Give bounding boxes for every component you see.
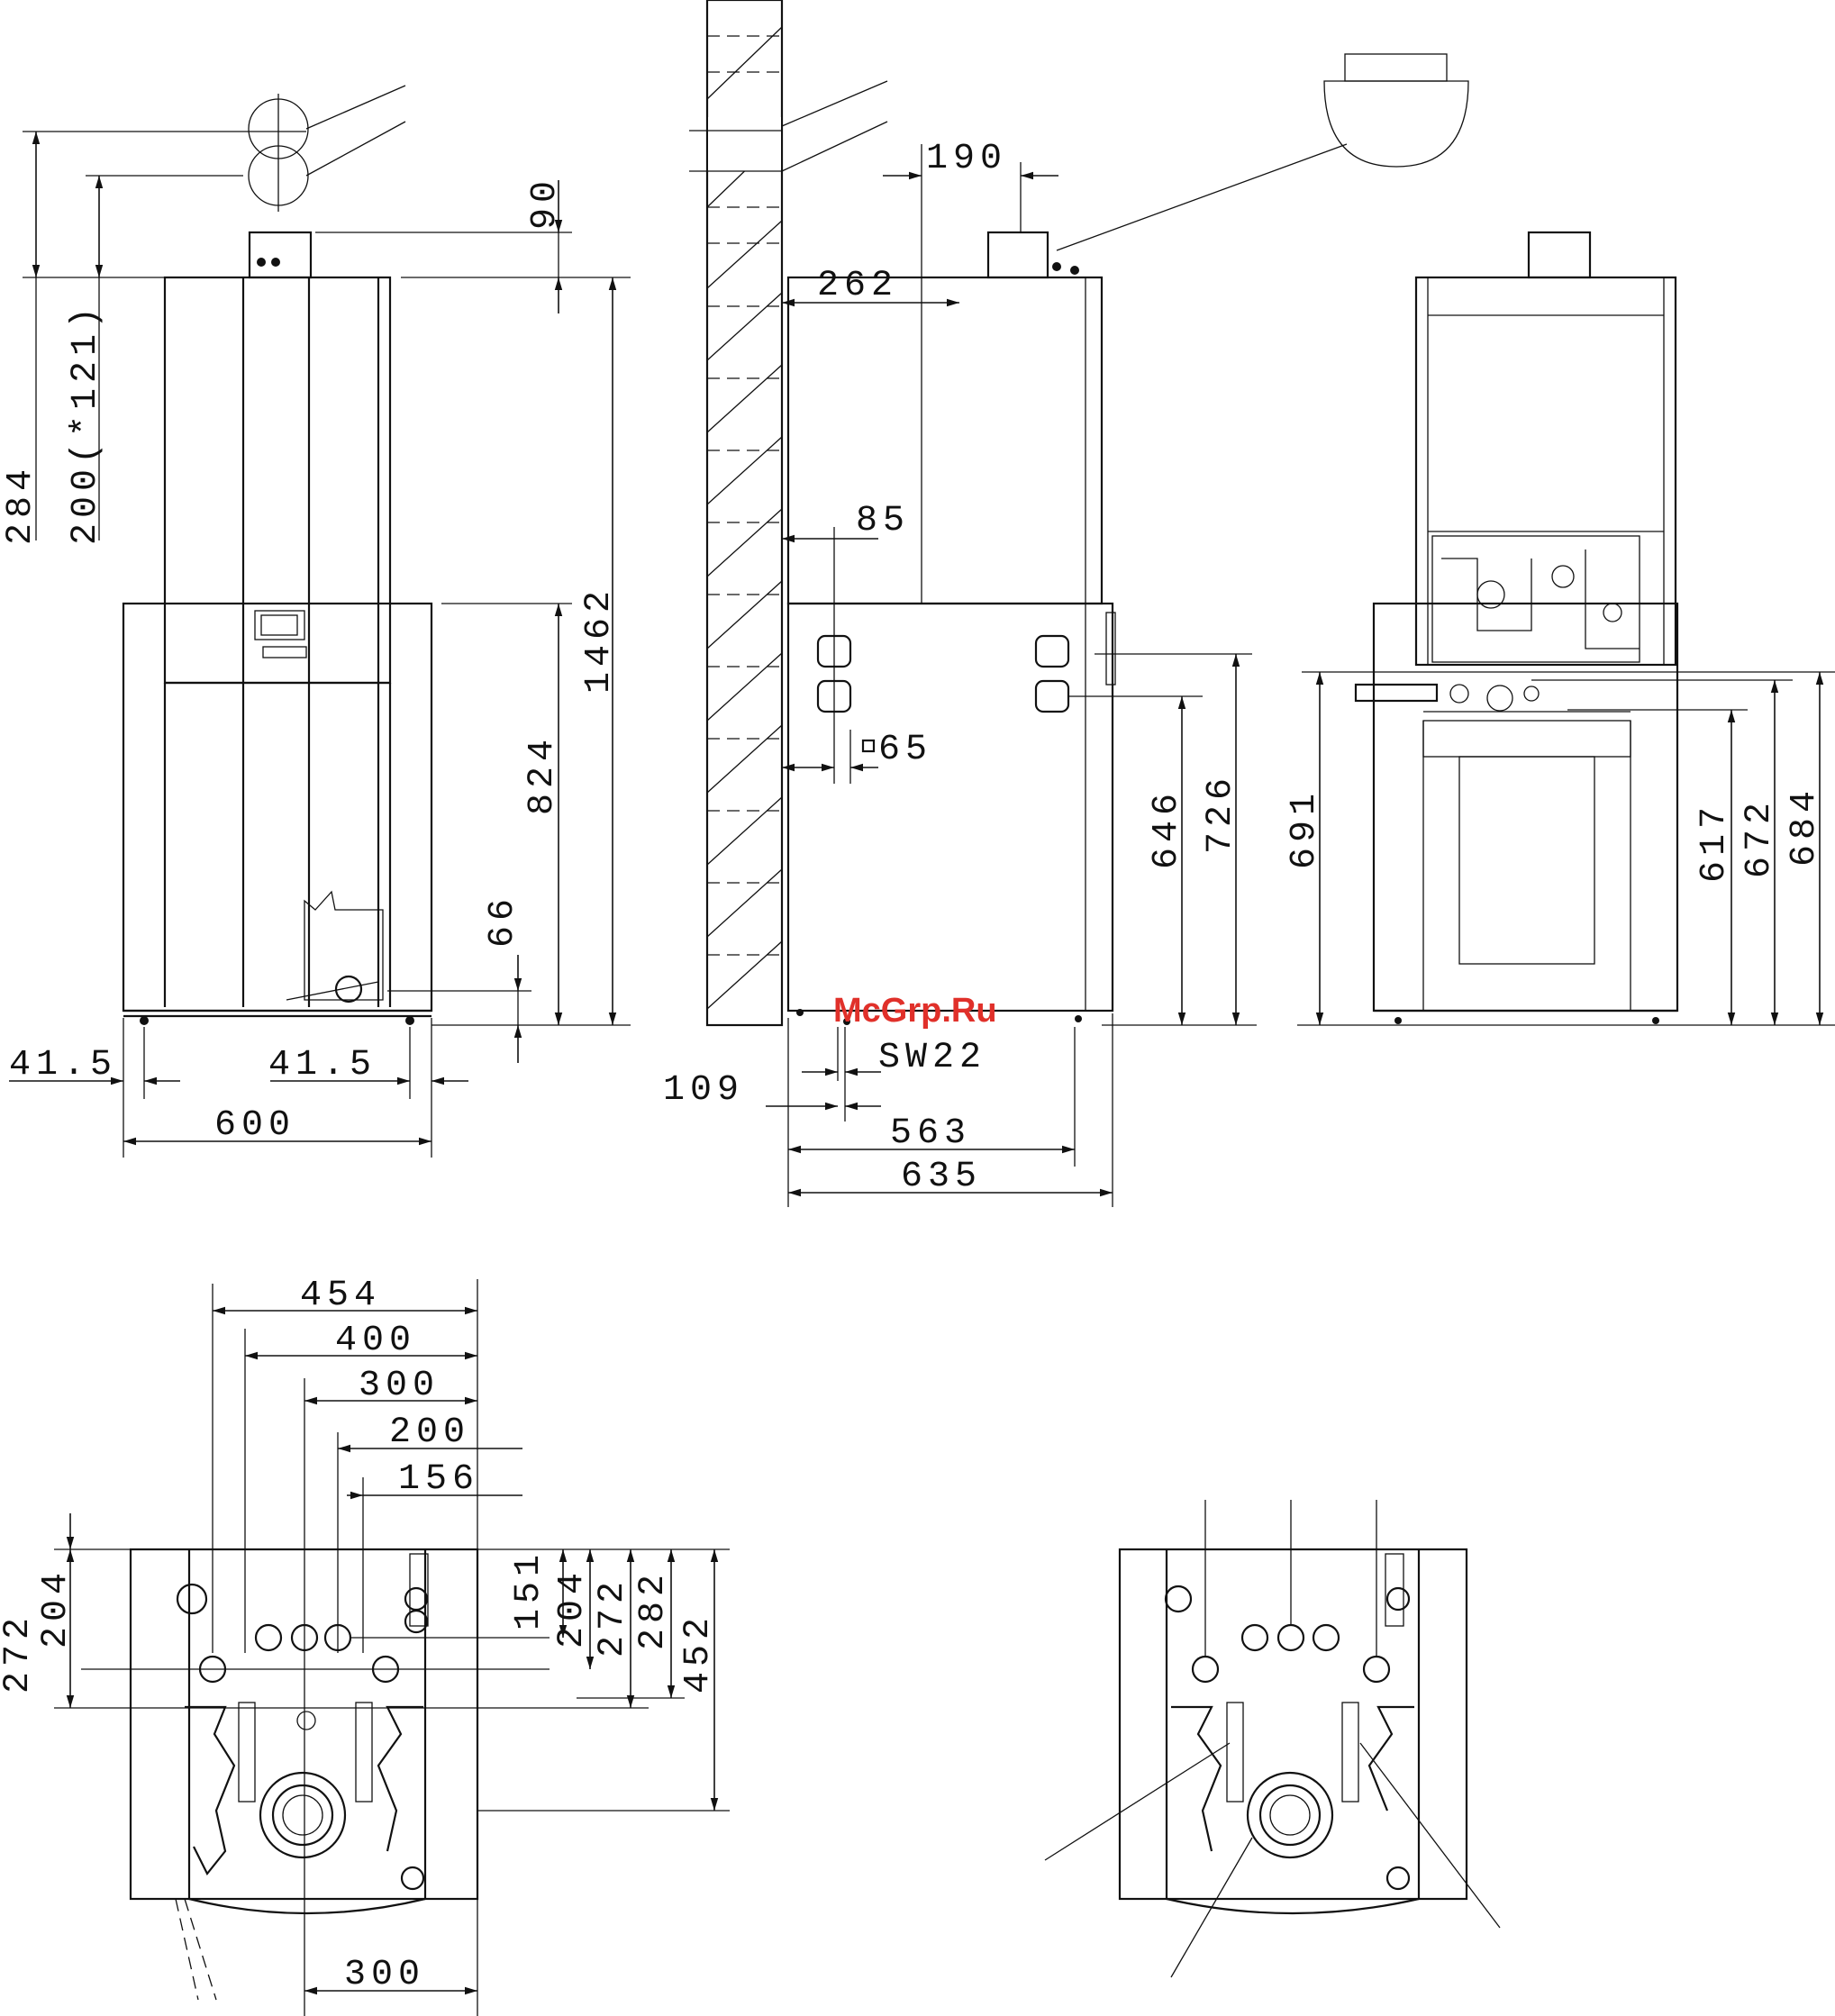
dim-272-left: 272 bbox=[0, 1612, 39, 1694]
square-marker bbox=[863, 740, 874, 751]
dim-66: 66 bbox=[483, 894, 523, 948]
upper-side-cabinet bbox=[788, 277, 1102, 604]
side-flue-spigot bbox=[988, 232, 1048, 277]
dim-204-left: 204 bbox=[36, 1567, 77, 1648]
flue-spigot bbox=[250, 232, 311, 277]
dim-300-bottom: 300 bbox=[344, 1955, 425, 1995]
dim-600: 600 bbox=[214, 1105, 295, 1146]
dim-646: 646 bbox=[1147, 788, 1187, 869]
dim-41-5-right: 41.5 bbox=[268, 1045, 377, 1085]
rear-window bbox=[1459, 757, 1594, 964]
dim-262: 262 bbox=[817, 266, 898, 306]
dim-90: 90 bbox=[525, 176, 566, 230]
dim-85: 85 bbox=[856, 501, 910, 541]
dim-190: 190 bbox=[926, 139, 1007, 179]
dim-635: 635 bbox=[901, 1157, 982, 1197]
bottom-view-right bbox=[1045, 1500, 1500, 1977]
port-lower-right bbox=[1036, 681, 1068, 712]
logo-plate bbox=[263, 647, 306, 658]
side-view: 190 262 85 65 646 726 SW22 109 563 635 M… bbox=[663, 0, 1347, 1207]
rear-upper-frame bbox=[1416, 277, 1676, 665]
bottom-outline-2 bbox=[1120, 1549, 1467, 1899]
dim-200: 200(*121) bbox=[66, 302, 106, 545]
dim-200: 200 bbox=[389, 1412, 470, 1453]
dim-452: 452 bbox=[678, 1612, 719, 1694]
pipe-left bbox=[239, 1703, 255, 1802]
dim-691: 691 bbox=[1285, 788, 1325, 869]
dim-156: 156 bbox=[398, 1459, 479, 1500]
rear-view: 691 617 672 684 bbox=[1285, 54, 1835, 1025]
dim-400: 400 bbox=[335, 1321, 416, 1361]
lower-side-cabinet bbox=[788, 604, 1113, 1011]
dim-151: 151 bbox=[509, 1549, 550, 1630]
watermark: McGrp.Ru bbox=[833, 992, 997, 1030]
side-pipe bbox=[1356, 685, 1437, 701]
upper-cabinet bbox=[165, 277, 390, 683]
dim-204-right: 204 bbox=[552, 1567, 593, 1648]
dim-726: 726 bbox=[1201, 773, 1241, 854]
rear-flue-spigot bbox=[1529, 232, 1590, 277]
port-upper-right bbox=[1036, 636, 1068, 667]
dim-41-5-left: 41.5 bbox=[9, 1045, 117, 1085]
dim-109: 109 bbox=[663, 1070, 744, 1111]
dim-284: 284 bbox=[1, 464, 41, 545]
pipe-right bbox=[356, 1703, 372, 1802]
dim-1462: 1462 bbox=[579, 586, 620, 694]
dim-684: 684 bbox=[1785, 786, 1825, 867]
dim-672: 672 bbox=[1740, 797, 1780, 878]
dim-65: 65 bbox=[878, 730, 932, 770]
connection-b bbox=[256, 1625, 281, 1650]
dim-824: 824 bbox=[522, 734, 563, 815]
dim-563: 563 bbox=[890, 1113, 971, 1154]
dim-272-right: 272 bbox=[593, 1576, 633, 1657]
dim-617: 617 bbox=[1694, 802, 1735, 883]
lower-cabinet bbox=[123, 604, 431, 1011]
dim-454: 454 bbox=[300, 1276, 381, 1316]
bottom-view-left: 454 400 300 200 156 300 272 204 151 204 … bbox=[0, 1276, 730, 2016]
detail-bubble bbox=[1324, 81, 1468, 167]
gas-connection bbox=[177, 1585, 206, 1613]
dim-sw22: SW22 bbox=[878, 1038, 986, 1078]
internal-components bbox=[1432, 536, 1640, 662]
front-view: 284 200(*121) 90 1462 824 66 41.5 41.5 6… bbox=[1, 86, 631, 1158]
dim-300-top: 300 bbox=[359, 1366, 440, 1406]
dim-282: 282 bbox=[633, 1569, 674, 1650]
